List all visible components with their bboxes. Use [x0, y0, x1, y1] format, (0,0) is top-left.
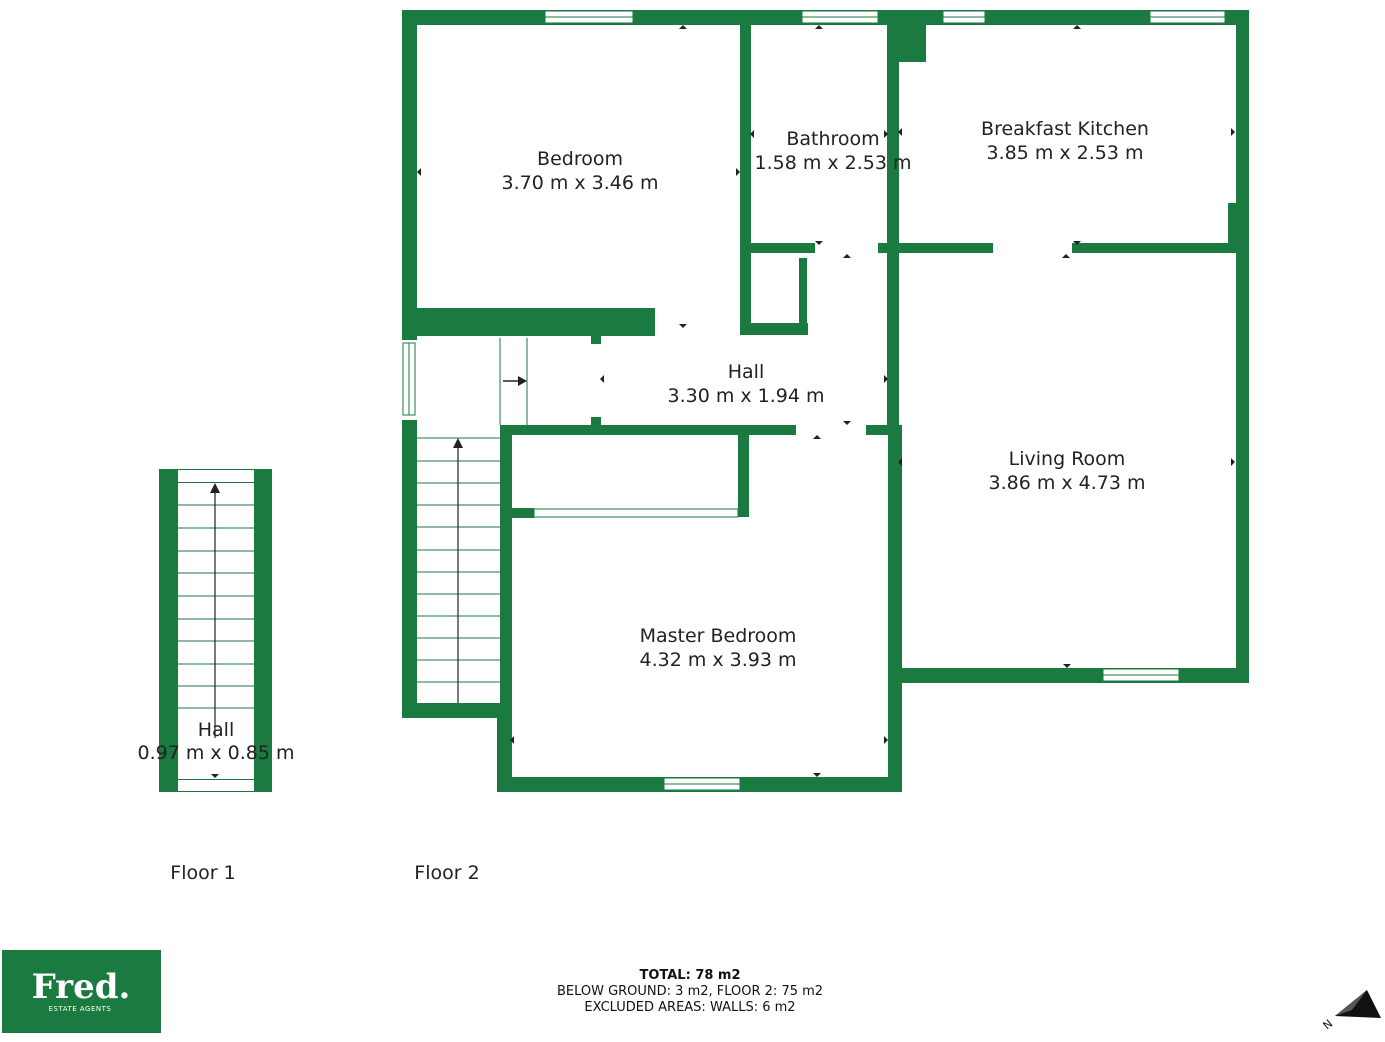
- room-name-bathroom: Bathroom: [786, 128, 879, 150]
- north-arrow-icon: N: [1321, 990, 1381, 1032]
- room-dims-kitchen: 3.85 m x 2.53 m: [986, 142, 1143, 164]
- logo-name: Fred.: [32, 967, 131, 1007]
- floor-1-plan: [159, 469, 272, 792]
- room-label-bathroom: Bathroom 1.58 m x 2.53 m: [754, 128, 911, 174]
- floor-2-label: Floor 2: [414, 862, 479, 884]
- room-dims-living: 3.86 m x 4.73 m: [988, 472, 1145, 494]
- room-dims-bathroom: 1.58 m x 2.53 m: [754, 152, 911, 174]
- floor-2-stairs: [417, 338, 528, 703]
- room-name-hall-1: Hall: [198, 719, 235, 741]
- floor-1-stairs: [174, 483, 258, 738]
- room-name-master: Master Bedroom: [640, 625, 797, 647]
- room-label-kitchen: Breakfast Kitchen 3.85 m x 2.53 m: [981, 118, 1149, 164]
- room-dims-bedroom: 3.70 m x 3.46 m: [501, 172, 658, 194]
- room-dims-hall-1: 0.97 m x 0.85 m: [137, 742, 294, 764]
- room-name-hall-2: Hall: [728, 361, 765, 383]
- room-name-kitchen: Breakfast Kitchen: [981, 118, 1149, 140]
- room-label-hall-floor-2: Hall 3.30 m x 1.94 m: [667, 361, 824, 407]
- agency-logo: Fred. ESTATE AGENTS: [2, 950, 161, 1033]
- room-label-master-bedroom: Master Bedroom 4.32 m x 3.93 m: [639, 625, 796, 671]
- room-name-living: Living Room: [1009, 448, 1126, 470]
- logo-tagline: ESTATE AGENTS: [49, 1005, 112, 1013]
- room-dims-master: 4.32 m x 3.93 m: [639, 649, 796, 671]
- floor-2-plan: [402, 10, 1249, 792]
- room-name-bedroom: Bedroom: [537, 148, 623, 170]
- total-area: TOTAL: 78 m2: [639, 968, 740, 983]
- room-dims-hall-2: 3.30 m x 1.94 m: [667, 385, 824, 407]
- room-label-hall-floor-1: Hall 0.97 m x 0.85 m: [137, 719, 294, 764]
- dimension-ticks: [417, 25, 1235, 777]
- area-summary: TOTAL: 78 m2 BELOW GROUND: 3 m2, FLOOR 2…: [557, 968, 823, 1015]
- floor-areas: BELOW GROUND: 3 m2, FLOOR 2: 75 m2: [557, 984, 823, 999]
- excluded-areas: EXCLUDED AREAS: WALLS: 6 m2: [584, 1000, 795, 1015]
- compass-letter: N: [1321, 1017, 1336, 1032]
- room-label-living-room: Living Room 3.86 m x 4.73 m: [988, 448, 1145, 494]
- room-label-bedroom: Bedroom 3.70 m x 3.46 m: [501, 148, 658, 194]
- floor-1-label: Floor 1: [170, 862, 235, 884]
